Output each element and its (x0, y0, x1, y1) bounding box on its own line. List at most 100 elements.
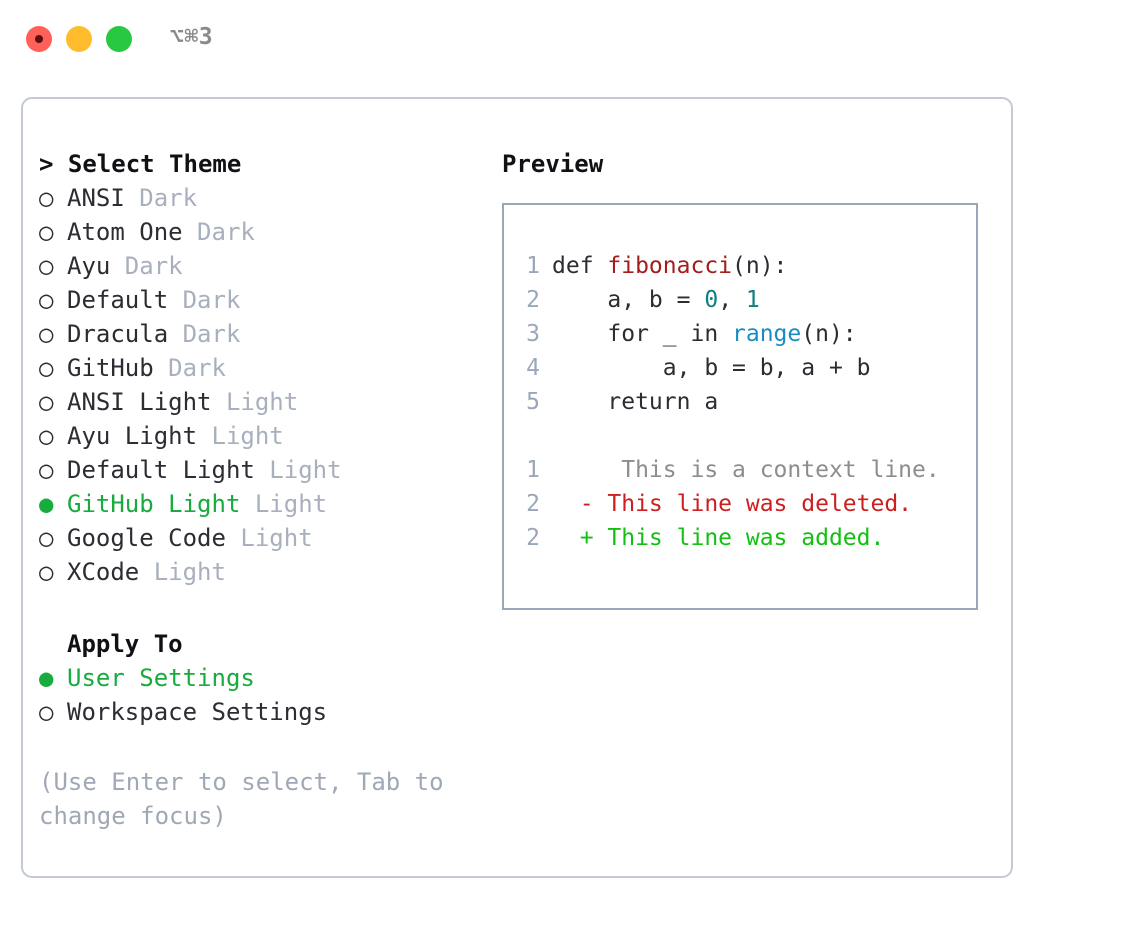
diff-line: 2 - This line was deleted. (504, 487, 976, 521)
radio-selected-icon: ● (39, 664, 54, 692)
theme-option-variant: Light (254, 490, 328, 518)
theme-option-label: GitHub Light (67, 490, 255, 518)
code-line: 1 def fibonacci(n): (504, 249, 976, 283)
theme-option-variant: Dark (197, 218, 255, 246)
minimize-window-button[interactable] (66, 26, 92, 52)
code-text: a, b = b, a + b (552, 351, 871, 385)
theme-option-label: Google Code (67, 524, 241, 552)
code-line: 2 a, b = 0, 1 (504, 283, 976, 317)
apply-to-option-user-settings[interactable]: ● User Settings (39, 661, 489, 695)
code-token: , (718, 287, 746, 313)
theme-option-variant: Light (240, 524, 313, 552)
radio-unselected-icon: ○ (39, 524, 54, 552)
line-number: 4 (526, 355, 540, 381)
code-token: a, b = b, a + b (552, 355, 871, 381)
theme-option-variant: Dark (182, 286, 241, 314)
radio-unselected-icon: ○ (39, 286, 54, 314)
code-token: return a (552, 389, 719, 415)
code-text: def fibonacci(n): (552, 249, 787, 283)
diff-sample: 1 This is a context line.2 - This line w… (504, 453, 976, 555)
code-token: (n): (732, 253, 788, 279)
apply-to-heading: Apply To (67, 630, 183, 658)
radio-unselected-icon: ○ (39, 184, 54, 212)
line-number: 2 (526, 525, 540, 551)
keyboard-shortcut-label: ⌥⌘3 (170, 24, 214, 50)
line-number: 5 (526, 389, 540, 415)
apply-to-option-workspace-settings[interactable]: ○ Workspace Settings (39, 695, 489, 729)
line-number: 2 (526, 287, 540, 313)
code-line: 4 a, b = b, a + b (504, 351, 976, 385)
theme-option-variant: Dark (124, 252, 183, 280)
theme-option-xcode[interactable]: ○XCode Light (39, 555, 489, 589)
radio-unselected-icon: ○ (39, 422, 54, 450)
code-token: 1 (745, 287, 760, 313)
theme-option-label: Default Light (67, 456, 270, 484)
theme-option-google-code[interactable]: ○ Google Code Light (39, 521, 489, 555)
theme-option-label: GitHub (67, 354, 169, 382)
preview-heading: Preview (502, 150, 604, 178)
theme-option-default-light[interactable]: ○Default Light Light (39, 453, 489, 487)
theme-option-variant: Light (153, 558, 226, 586)
diff-text: + This line was added. (552, 525, 885, 551)
theme-option-variant: Dark (182, 320, 241, 348)
radio-unselected-icon: ○ (39, 320, 54, 348)
apply-to-section: Apply To ● User Settings ○ Workspace Settin… (39, 627, 489, 729)
theme-option-label: Default (67, 286, 183, 314)
theme-option-default[interactable]: ○ Default Dark (39, 283, 489, 317)
theme-option-github-light[interactable]: ● GitHub Light Light (39, 487, 489, 521)
code-token: range (732, 321, 802, 347)
close-icon (35, 35, 43, 43)
code-token: (n): (801, 321, 857, 347)
radio-selected-icon: ● (39, 490, 54, 518)
radio-unselected-icon: ○ (39, 354, 54, 382)
code-token: for _ in (552, 321, 733, 347)
theme-option-label: Dracula (67, 320, 183, 348)
code-token: a, b = (552, 287, 705, 313)
apply-to-options-list: ● User Settings ○ Workspace Settings (39, 661, 489, 729)
theme-option-variant: Light (211, 422, 284, 450)
code-text: for _ in range(n): (552, 317, 857, 351)
theme-option-github[interactable]: ○ GitHub Dark (39, 351, 489, 385)
diff-text: This is a context line. (552, 457, 940, 483)
diff-line: 1 This is a context line. (504, 453, 976, 487)
theme-option-variant: Light (269, 456, 342, 484)
radio-unselected-icon: ○ (39, 388, 54, 416)
diff-line: 2 + This line was added. (504, 521, 976, 555)
theme-option-ansi[interactable]: ○ ANSI Dark (39, 181, 489, 215)
theme-option-label: Ayu (67, 252, 125, 280)
code-text: a, b = 0, 1 (552, 283, 760, 317)
theme-option-variant: Dark (168, 354, 226, 382)
line-number: 1 (526, 253, 540, 279)
theme-option-ayu-light[interactable]: ○ Ayu Light Light (39, 419, 489, 453)
theme-option-atom-one[interactable]: ○ Atom One Dark (39, 215, 489, 249)
theme-picker-column: > Select Theme ○ANSI Dark○Atom One Dark○… (39, 147, 489, 833)
theme-option-label: ANSI (67, 184, 140, 212)
theme-option-ansi-light[interactable]: ○ANSI Light Light (39, 385, 489, 419)
theme-option-label: Atom One (67, 218, 198, 246)
theme-option-variant: Dark (139, 184, 198, 212)
main-panel: > Select Theme ○ANSI Dark○Atom One Dark○… (21, 97, 1013, 878)
maximize-window-button[interactable] (106, 26, 132, 52)
line-number: 1 (526, 457, 540, 483)
radio-unselected-icon: ○ (39, 252, 54, 280)
radio-unselected-icon: ○ (39, 218, 54, 246)
theme-option-label: ANSI Light (67, 388, 226, 416)
code-token: fibonacci (607, 253, 733, 279)
code-token: def (552, 253, 608, 279)
theme-option-label: Ayu Light (67, 422, 212, 450)
line-number: 2 (526, 491, 540, 517)
code-line: 3 for _ in range(n): (504, 317, 976, 351)
apply-to-option-label: Workspace Settings (67, 698, 328, 726)
code-line: 5 return a (504, 385, 976, 419)
theme-option-dracula[interactable]: ○ Dracula Dark (39, 317, 489, 351)
spacer (504, 419, 976, 453)
apply-to-option-label: User Settings (67, 664, 255, 692)
theme-option-label: XCode (67, 558, 154, 586)
theme-options-list: ○ANSI Dark○Atom One Dark○Ayu Dark○Defaul… (39, 181, 489, 589)
theme-option-ayu[interactable]: ○ Ayu Dark (39, 249, 489, 283)
keyboard-hint-text: (Use Enter to select, Tab to change focu… (39, 768, 444, 830)
radio-unselected-icon: ○ (39, 698, 54, 726)
